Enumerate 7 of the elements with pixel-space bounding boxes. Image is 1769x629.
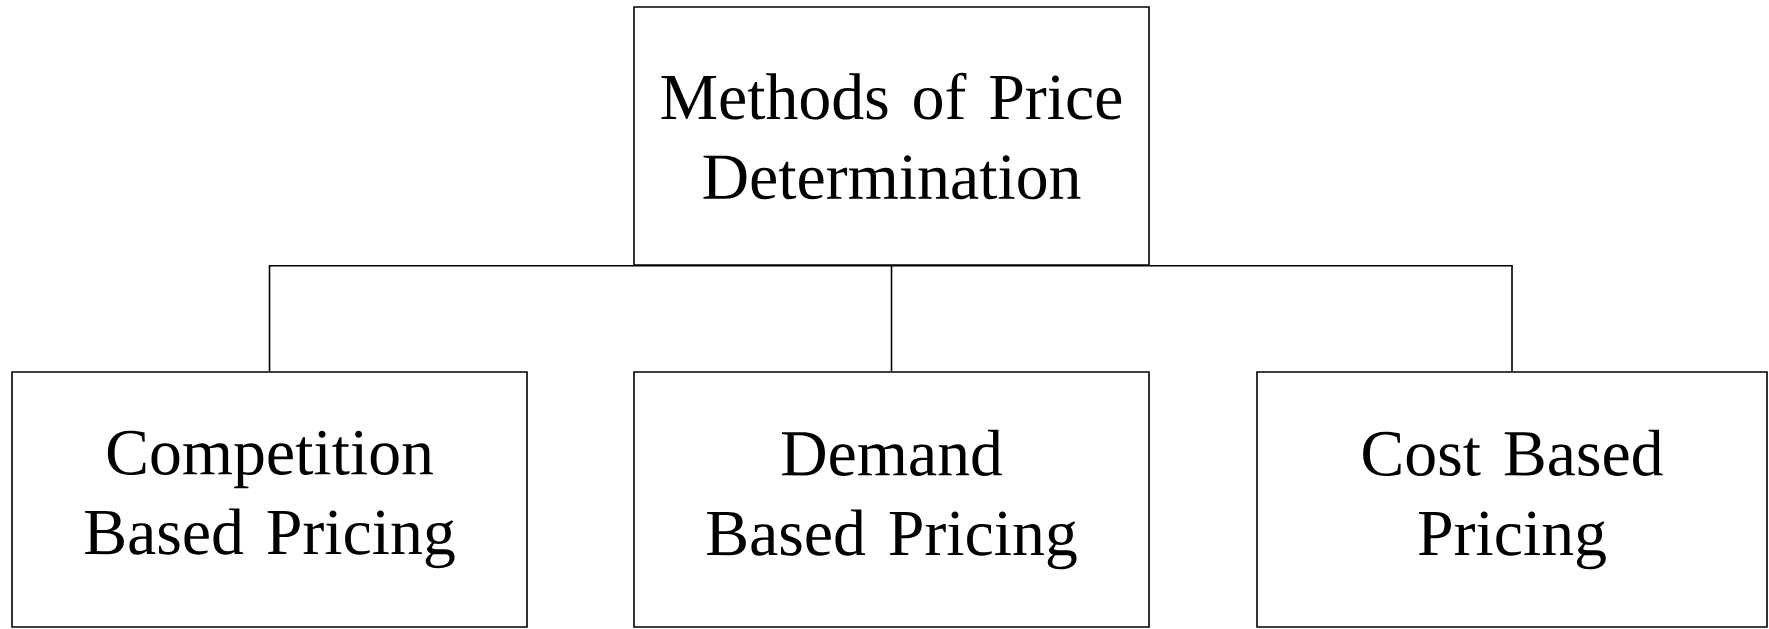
connector xyxy=(890,265,1513,372)
box: Competition Based Pricing xyxy=(11,371,528,628)
box: Methods of Price Determination xyxy=(633,6,1150,266)
box: Cost Based Pricing xyxy=(1256,371,1768,628)
box: Demand Based Pricing xyxy=(633,371,1150,628)
connector xyxy=(890,265,893,372)
connector xyxy=(268,265,893,372)
